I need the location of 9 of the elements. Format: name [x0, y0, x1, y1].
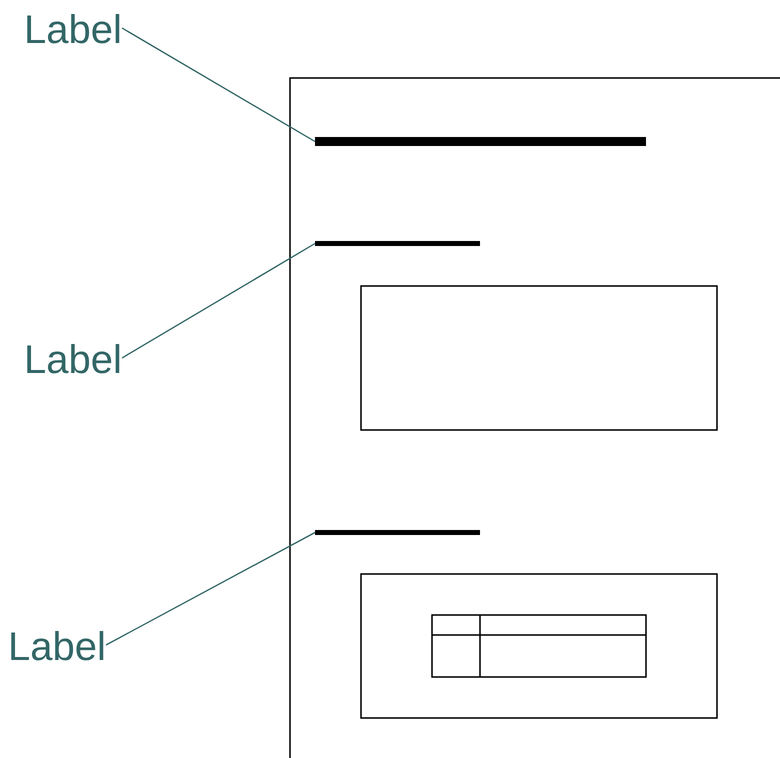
- leader-line: [122, 242, 316, 359]
- leader-line: [122, 27, 316, 142]
- callout-label: Label: [24, 10, 122, 50]
- heading-bar: [315, 530, 480, 535]
- leader-line: [106, 532, 316, 646]
- heading-bar: [315, 137, 646, 146]
- heading-bar: [315, 241, 480, 246]
- callout-label: Label: [24, 340, 122, 380]
- callout-label: Label: [8, 627, 106, 667]
